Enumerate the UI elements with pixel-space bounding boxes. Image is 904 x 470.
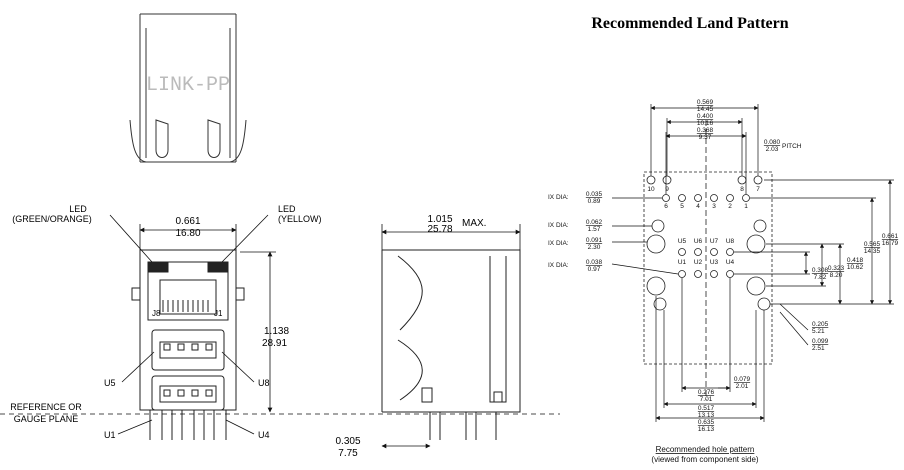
- lp-dim-right-1-mm: 14.35: [864, 248, 881, 255]
- watermark: LINK-PP: [146, 74, 230, 97]
- lp-dim-bottom-0-in: 0.276: [698, 389, 715, 396]
- lp-pitch-mm: 2.03: [766, 146, 779, 153]
- led-left-label-1: LED: [69, 204, 87, 214]
- side-view: [381, 249, 521, 440]
- lp-dim-top-0-mm: 14.45: [697, 106, 714, 113]
- lp-dim-top-2-in: 0.368: [697, 127, 714, 134]
- lp-pin-6: 6: [664, 203, 668, 210]
- lp-hole-dia-0-in: 0.035: [586, 191, 603, 198]
- side-length-suffix: MAX.: [462, 218, 486, 229]
- lp-pin-10: 10: [647, 186, 655, 193]
- front-height-mm: 28.91: [262, 338, 287, 349]
- lp-dim-right-3-in: 0.323: [828, 265, 845, 272]
- lp-dim-small-1-mm: 2.51: [812, 345, 825, 352]
- lp-caption-2: (viewed from component side): [651, 455, 758, 464]
- lp-hole-dia-0-mm: 0.89: [588, 198, 601, 205]
- lp-dim-right-2-mm: 10.62: [847, 264, 864, 271]
- lp-pitch-in: 0.080: [764, 139, 781, 146]
- lp-pin-1: 1: [744, 203, 748, 210]
- label-j1: J1: [214, 309, 223, 318]
- lp-usb-u3: U3: [710, 259, 719, 266]
- front-width-mm: 16.80: [175, 228, 200, 239]
- lp-dim-top-1-mm: 10.16: [697, 120, 714, 127]
- led-right-label-2: (YELLOW): [278, 214, 322, 224]
- led-left-label-2: (GREEN/ORANGE): [12, 214, 92, 224]
- lp-hole-dia-1-mm: 1.57: [588, 226, 601, 233]
- lp-usb-u7: U7: [710, 238, 719, 245]
- side-offset-in: 0.305: [335, 436, 360, 447]
- lp-dim-right-4-in: 0.308: [812, 267, 829, 274]
- lp-pin-3: 3: [712, 203, 716, 210]
- lp-pin-9: 9: [665, 186, 669, 193]
- lp-dim-right-3-mm: 8.20: [830, 272, 843, 279]
- lp-dim-bottom-2-mm: 13.13: [698, 412, 715, 419]
- lp-hole-dia-1-in: 0.062: [586, 219, 603, 226]
- lp-dim-bottom-1-in: 0.079: [734, 376, 751, 383]
- side-length-in: 1.015: [427, 214, 452, 225]
- lp-dim-small-0-in: 0.205: [812, 321, 829, 328]
- side-offset-mm: 7.75: [338, 448, 358, 459]
- lp-pin-2: 2: [728, 203, 732, 210]
- lp-dim-bottom-0-mm: 7.01: [700, 396, 713, 403]
- lp-dim-top-1-in: 0.400: [697, 113, 714, 120]
- lp-hole-dia-2-in: 0.091: [586, 237, 603, 244]
- lp-dim-bottom-3-mm: 16.13: [698, 426, 715, 433]
- front-width-in: 0.661: [175, 216, 200, 227]
- label-j8: J8: [152, 309, 161, 318]
- lp-usb-u2: U2: [694, 259, 703, 266]
- lp-hole-dia-prefix-2: IX DIA:: [548, 240, 569, 247]
- land-pattern: [643, 120, 773, 400]
- lp-dim-bottom-1-mm: 2.01: [736, 383, 749, 390]
- lp-dim-small-1-in: 0.099: [812, 338, 829, 345]
- lp-dim-top-2-mm: 9.37: [699, 134, 712, 141]
- lp-pin-5: 5: [680, 203, 684, 210]
- side-length-mm: 25.78: [427, 224, 452, 235]
- lp-pin-4: 4: [696, 203, 700, 210]
- lp-hole-dia-prefix-0: IX DIA:: [548, 194, 569, 201]
- lp-dim-right-1-in: 0.565: [864, 241, 881, 248]
- lp-dim-right-0-mm: 16.79: [882, 240, 899, 247]
- lp-dim-bottom-3-in: 0.635: [698, 419, 715, 426]
- label-u4: U4: [258, 430, 270, 440]
- land-pattern-title: Recommended Land Pattern: [591, 15, 788, 32]
- front-view: [131, 249, 245, 440]
- front-height-in: 1.138: [264, 326, 289, 337]
- label-u1: U1: [104, 430, 116, 440]
- label-u5: U5: [104, 378, 116, 388]
- lp-hole-dia-3-mm: 0.97: [588, 266, 601, 273]
- lp-hole-dia-prefix-1: IX DIA:: [548, 222, 569, 229]
- reference-label-1: REFERENCE OR: [10, 402, 82, 412]
- lp-usb-u8: U8: [726, 238, 735, 245]
- lp-dim-top-0-in: 0.569: [697, 99, 714, 106]
- lp-hole-dia-3-in: 0.038: [586, 259, 603, 266]
- lp-usb-u5: U5: [678, 238, 687, 245]
- lp-usb-u4: U4: [726, 259, 735, 266]
- lp-dim-right-4-mm: 7.82: [814, 274, 827, 281]
- lp-caption-1: Recommended hole pattern: [656, 445, 755, 454]
- lp-pin-8: 8: [740, 186, 744, 193]
- led-right-label-1: LED: [278, 204, 296, 214]
- lp-usb-u6: U6: [694, 238, 703, 245]
- lp-hole-dia-prefix-3: IX DIA:: [548, 262, 569, 269]
- reference-label-2: GAUGE PLANE: [14, 414, 79, 424]
- lp-hole-dia-2-mm: 2.30: [588, 244, 601, 251]
- lp-dim-right-2-in: 0.418: [847, 257, 864, 264]
- connector-perspective-view: [129, 13, 247, 163]
- lp-pin-7: 7: [756, 186, 760, 193]
- lp-dim-bottom-2-in: 0.517: [698, 405, 715, 412]
- lp-dim-right-0-in: 0.661: [882, 233, 899, 240]
- lp-usb-u1: U1: [678, 259, 687, 266]
- lp-pitch-suffix: PITCH: [782, 143, 802, 150]
- lp-dim-small-0-mm: 5.21: [812, 328, 825, 335]
- label-u8: U8: [258, 378, 270, 388]
